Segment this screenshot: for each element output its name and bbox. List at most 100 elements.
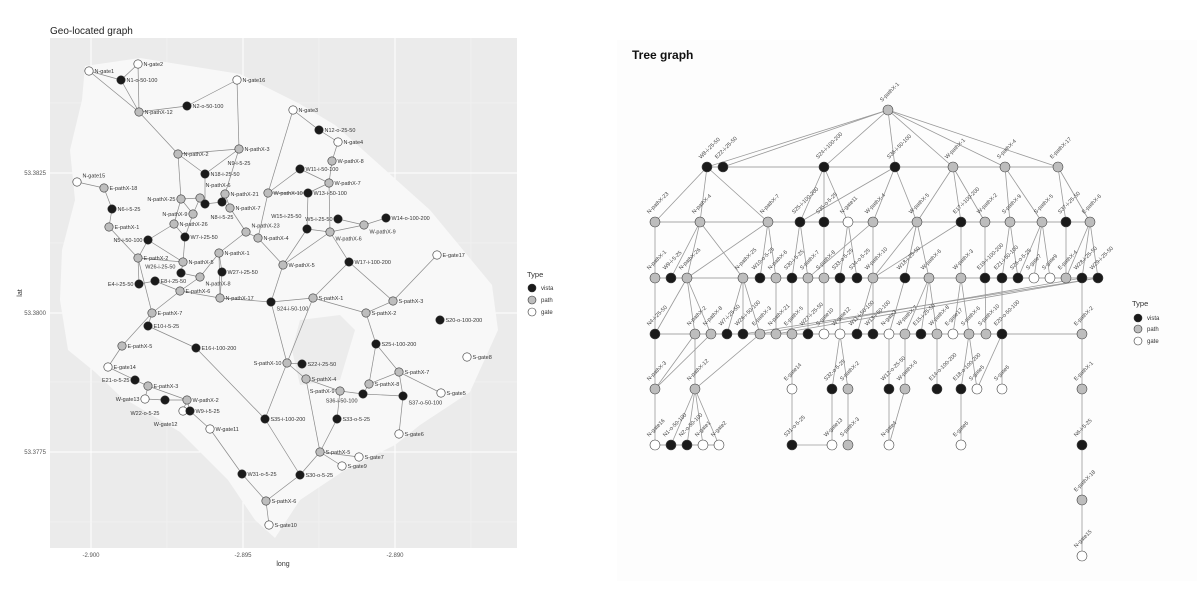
path-marker[interactable] (214, 248, 224, 258)
vista-marker[interactable] (260, 414, 270, 424)
path-marker[interactable] (315, 447, 325, 457)
gate-marker[interactable] (72, 177, 82, 187)
vista-marker[interactable] (721, 328, 733, 340)
gate-marker[interactable] (818, 328, 830, 340)
vista-marker[interactable] (266, 297, 276, 307)
vista-marker[interactable] (217, 267, 227, 277)
gate-marker[interactable] (883, 328, 895, 340)
path-marker[interactable] (1052, 161, 1064, 173)
vista-marker[interactable] (302, 224, 312, 234)
vista-marker[interactable] (834, 272, 846, 284)
vista-marker[interactable] (435, 315, 445, 325)
path-marker[interactable] (117, 341, 127, 351)
path-marker[interactable] (1004, 216, 1016, 228)
vista-marker[interactable] (398, 391, 408, 401)
path-marker[interactable] (770, 328, 782, 340)
vista-marker[interactable] (996, 272, 1008, 284)
path-marker[interactable] (802, 272, 814, 284)
path-marker[interactable] (899, 328, 911, 340)
gate-marker[interactable] (84, 66, 94, 76)
vista-marker[interactable] (295, 470, 305, 480)
vista-marker[interactable] (915, 328, 927, 340)
path-marker[interactable] (364, 379, 374, 389)
path-marker[interactable] (770, 272, 782, 284)
gate-marker[interactable] (971, 383, 983, 395)
path-marker[interactable] (762, 216, 774, 228)
path-marker[interactable] (169, 219, 179, 229)
gate-marker[interactable] (205, 424, 215, 434)
path-marker[interactable] (147, 308, 157, 318)
gate-marker[interactable] (337, 461, 347, 471)
path-marker[interactable] (754, 328, 766, 340)
gate-marker[interactable] (826, 439, 838, 451)
path-marker[interactable] (195, 272, 205, 282)
gate-marker[interactable] (883, 439, 895, 451)
vista-marker[interactable] (786, 272, 798, 284)
path-marker[interactable] (282, 358, 292, 368)
path-marker[interactable] (911, 216, 923, 228)
path-marker[interactable] (225, 203, 235, 213)
vista-marker[interactable] (344, 257, 354, 267)
vista-marker[interactable] (899, 272, 911, 284)
vista-marker[interactable] (237, 469, 247, 479)
vista-marker[interactable] (150, 276, 160, 286)
path-marker[interactable] (263, 188, 273, 198)
path-marker[interactable] (694, 216, 706, 228)
path-marker[interactable] (134, 107, 144, 117)
path-marker[interactable] (99, 183, 109, 193)
vista-marker[interactable] (737, 328, 749, 340)
gate-marker[interactable] (649, 439, 661, 451)
path-marker[interactable] (689, 383, 701, 395)
path-marker[interactable] (979, 216, 991, 228)
path-marker[interactable] (923, 272, 935, 284)
path-marker[interactable] (327, 156, 337, 166)
path-marker[interactable] (324, 178, 334, 188)
vista-marker[interactable] (955, 216, 967, 228)
vista-marker[interactable] (1012, 272, 1024, 284)
path-marker[interactable] (241, 227, 251, 237)
gate-marker[interactable] (436, 388, 446, 398)
path-marker[interactable] (278, 260, 288, 270)
vista-marker[interactable] (794, 216, 806, 228)
path-marker[interactable] (737, 272, 749, 284)
vista-marker[interactable] (802, 328, 814, 340)
path-marker[interactable] (325, 227, 335, 237)
path-marker[interactable] (867, 272, 879, 284)
gate-marker[interactable] (786, 383, 798, 395)
vista-marker[interactable] (143, 321, 153, 331)
path-marker[interactable] (253, 233, 263, 243)
vista-marker[interactable] (826, 383, 838, 395)
vista-marker[interactable] (303, 188, 313, 198)
path-marker[interactable] (705, 328, 717, 340)
vista-marker[interactable] (107, 204, 117, 214)
path-marker[interactable] (689, 328, 701, 340)
vista-marker[interactable] (818, 161, 830, 173)
vista-marker[interactable] (1076, 272, 1088, 284)
path-marker[interactable] (1084, 216, 1096, 228)
path-marker[interactable] (104, 222, 114, 232)
path-marker[interactable] (361, 308, 371, 318)
path-marker[interactable] (1076, 494, 1088, 506)
path-marker[interactable] (1060, 272, 1072, 284)
vista-marker[interactable] (681, 439, 693, 451)
vista-marker[interactable] (717, 161, 729, 173)
vista-marker[interactable] (130, 375, 140, 385)
vista-marker[interactable] (217, 197, 227, 207)
gate-marker[interactable] (333, 137, 343, 147)
vista-marker[interactable] (381, 213, 391, 223)
vista-marker[interactable] (649, 328, 661, 340)
path-marker[interactable] (649, 216, 661, 228)
path-marker[interactable] (133, 253, 143, 263)
path-marker[interactable] (394, 367, 404, 377)
gate-marker[interactable] (462, 352, 472, 362)
path-marker[interactable] (842, 383, 854, 395)
path-marker[interactable] (308, 293, 318, 303)
gate-marker[interactable] (697, 439, 709, 451)
path-marker[interactable] (786, 328, 798, 340)
vista-marker[interactable] (1076, 439, 1088, 451)
path-marker[interactable] (359, 220, 369, 230)
gate-marker[interactable] (1028, 272, 1040, 284)
vista-marker[interactable] (665, 439, 677, 451)
gate-marker[interactable] (140, 394, 150, 404)
path-marker[interactable] (681, 272, 693, 284)
